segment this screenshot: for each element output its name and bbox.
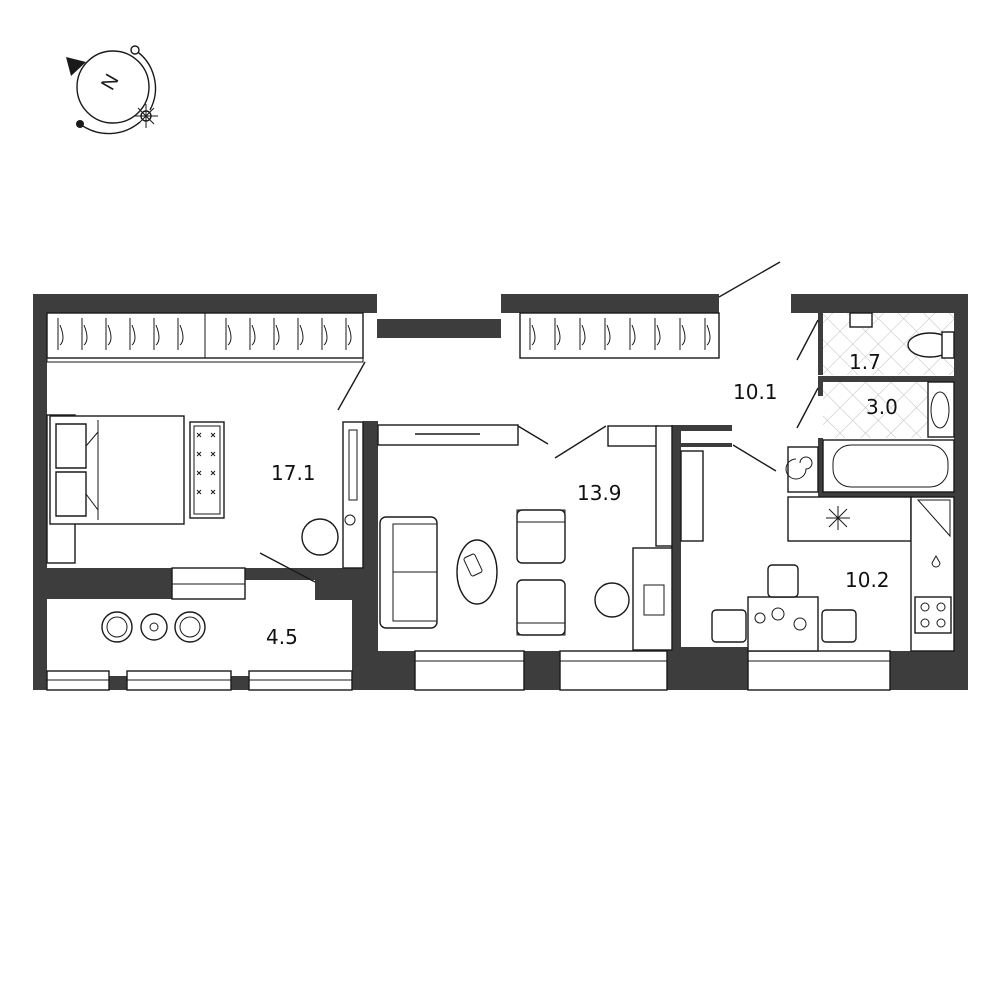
sofa [379, 516, 438, 629]
sun-icon [134, 104, 158, 128]
room-area-bedroom: 17.1 [271, 461, 316, 485]
bench [189, 421, 225, 519]
fridge-snowflake-icon [826, 506, 850, 530]
coffee-table [456, 539, 498, 605]
walls [33, 294, 968, 690]
double-bed [46, 414, 185, 564]
room-area-balcony: 4.5 [266, 625, 298, 649]
room-area-bathroom: 3.0 [866, 395, 898, 419]
wardrobe-left [46, 312, 364, 359]
bathroom-fixtures [822, 381, 955, 493]
room-area-kitchen: 10.2 [845, 568, 890, 592]
stove-icon [914, 596, 952, 634]
tv-console [377, 424, 519, 446]
balcony-table-set [101, 611, 206, 643]
bookshelf [607, 425, 673, 547]
compass-icon: N [66, 45, 158, 135]
washing-machine-icon [785, 456, 813, 480]
work-desk [594, 547, 673, 651]
vanity-desk [301, 421, 364, 569]
room-area-toilet: 1.7 [849, 350, 881, 374]
dining-set [711, 564, 857, 652]
sink-icon [931, 554, 941, 568]
room-area-living-room: 13.9 [577, 481, 622, 505]
kitchen-cabinets [680, 446, 955, 652]
windows [46, 567, 891, 691]
doors [259, 261, 819, 583]
toilet-room-fixtures [849, 312, 955, 359]
wardrobe-right [519, 312, 720, 359]
armchairs [516, 509, 566, 636]
compass-letter: N [97, 70, 123, 94]
north-arrow-icon [66, 57, 86, 76]
room-area-hallway: 10.1 [733, 380, 778, 404]
